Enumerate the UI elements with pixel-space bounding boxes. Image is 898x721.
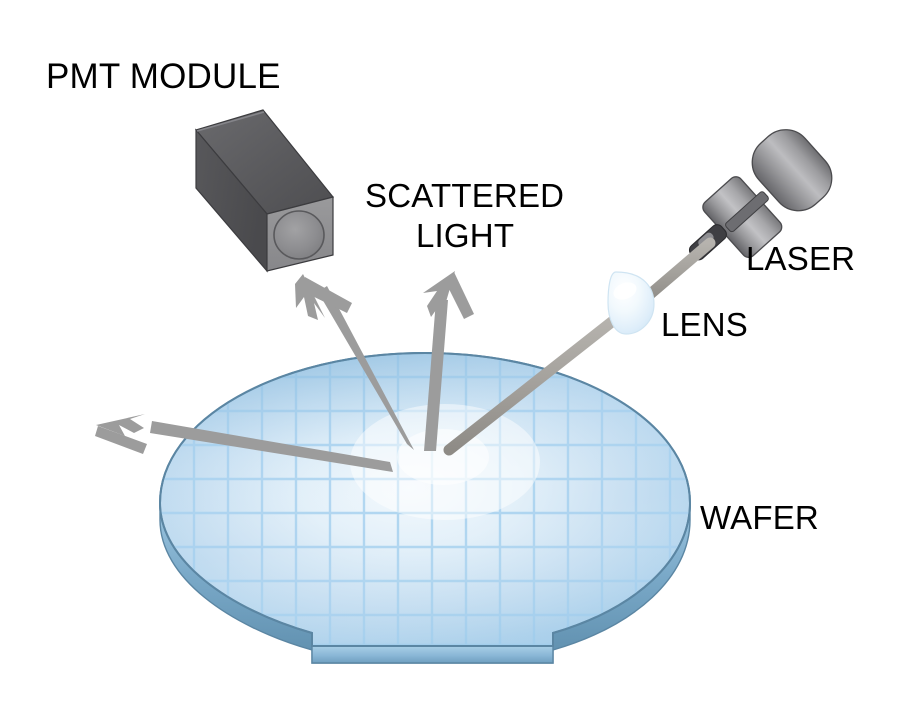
arrow-to-left-head <box>96 414 145 436</box>
lens-body <box>607 271 655 335</box>
label-scattered-light-line2: LIGHT <box>416 217 515 254</box>
arrow-to-left-shaft <box>150 421 393 472</box>
lens[interactable] <box>607 271 655 335</box>
wafer-flat-bar <box>311 645 554 664</box>
arrow-up-barb <box>444 272 474 319</box>
label-wafer: WAFER <box>700 499 819 536</box>
laser-source[interactable] <box>687 119 842 262</box>
wafer-outline <box>158 351 692 647</box>
arrow-up <box>423 271 474 451</box>
arrow-up-shaft <box>424 300 448 451</box>
wafer <box>158 351 692 664</box>
laser-collar <box>725 191 769 233</box>
wafer-shading <box>160 353 690 646</box>
wafer-laser-spot-core <box>397 429 489 485</box>
beam-lens-to-wafer <box>443 311 624 456</box>
arrow-to-left-barb <box>95 426 147 454</box>
label-scattered-light-line1: SCATTERED <box>365 177 565 214</box>
arrow-to-left <box>95 414 393 472</box>
pmt-detector-icon <box>273 210 325 260</box>
pmt-module[interactable] <box>194 109 335 273</box>
pmt-top-ridge-highlight <box>196 111 265 132</box>
arrow-to-pmt-shaft <box>318 286 414 450</box>
laser-barrel-rear <box>751 129 833 212</box>
label-lens: LENS <box>661 306 749 343</box>
label-pmt-module: PMT MODULE <box>46 57 281 96</box>
scattered-light-arrows <box>95 271 474 472</box>
arrow-to-pmt-barb <box>300 277 352 313</box>
arrow-to-pmt <box>295 274 414 450</box>
lens-highlight <box>613 282 637 300</box>
label-laser: LASER <box>746 240 856 277</box>
